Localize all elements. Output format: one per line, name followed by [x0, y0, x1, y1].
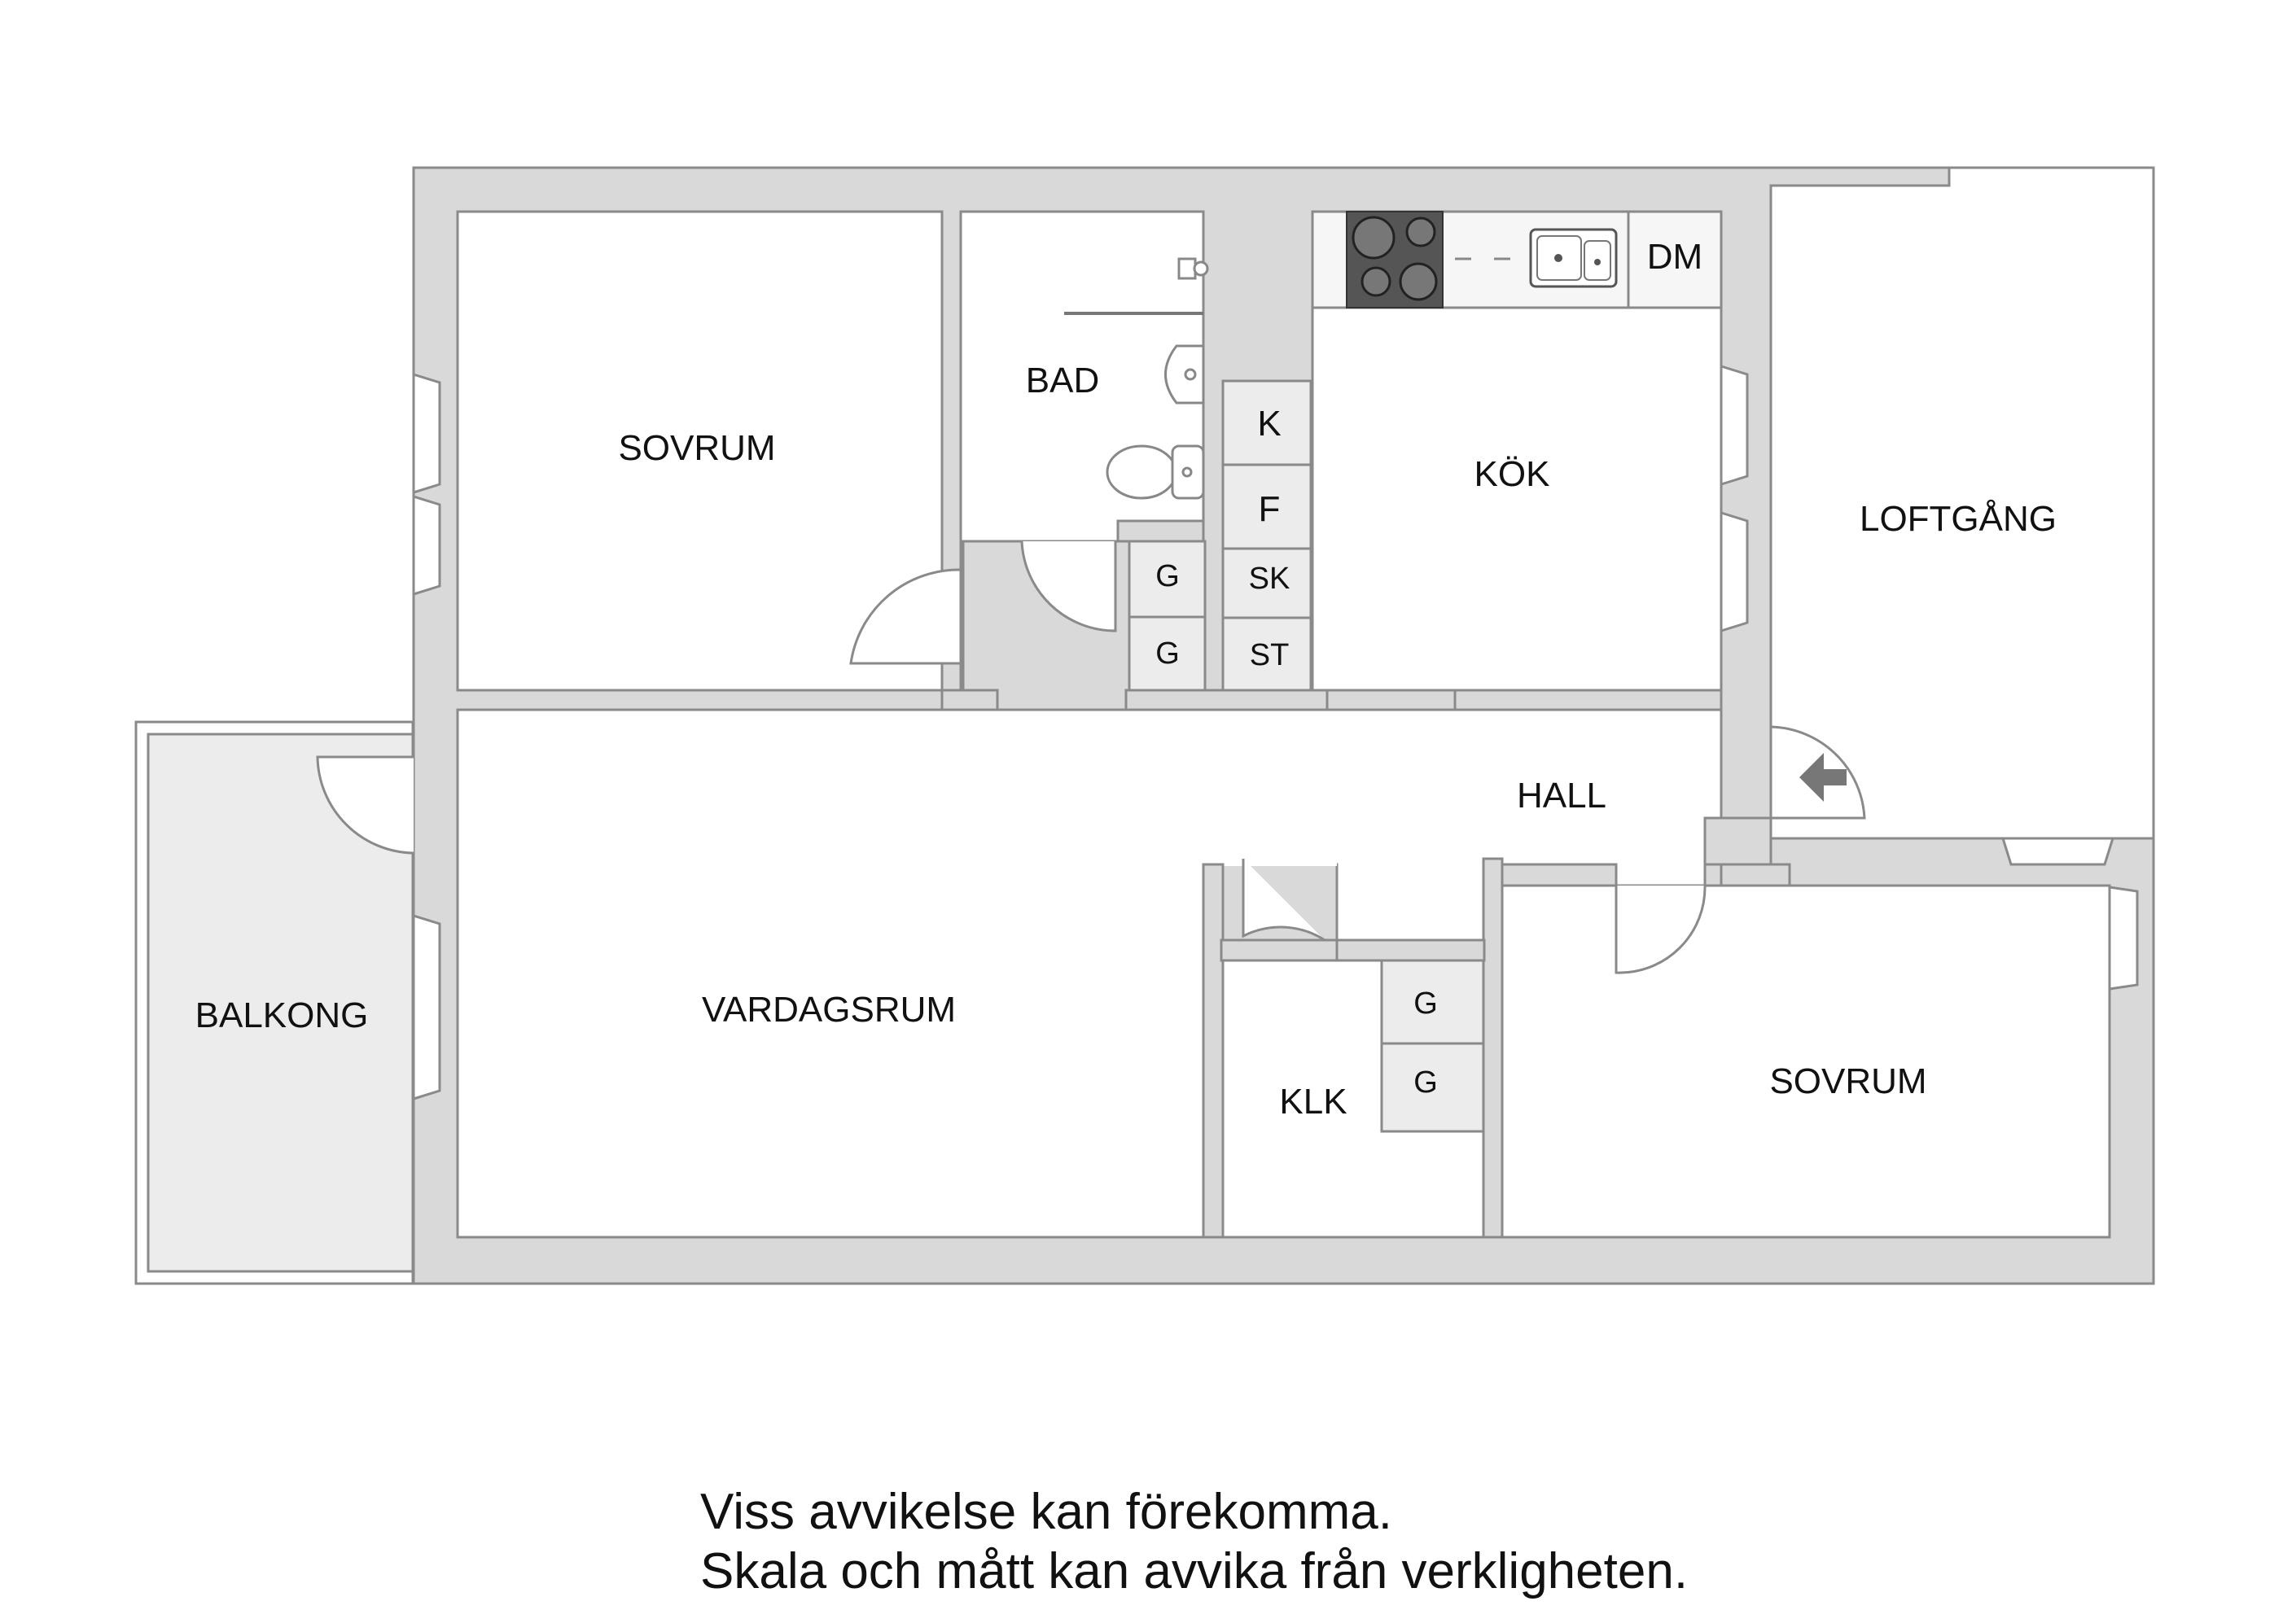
fixture-labels: DM K F SK ST G G G G [1155, 237, 1702, 1100]
windows [412, 364, 2139, 1101]
label-hall: HALL [1517, 776, 1606, 816]
room-sovrum-1 [456, 210, 944, 692]
closets [1128, 379, 1485, 1133]
label-st: ST [1250, 638, 1290, 672]
label-balkong: BALKONG [195, 995, 369, 1035]
label-k: K [1257, 404, 1281, 444]
label-dm: DM [1647, 237, 1702, 277]
doors [316, 540, 1866, 974]
toilet [1106, 444, 1177, 500]
kitchen-counter [1311, 210, 1723, 309]
label-g-2: G [1155, 637, 1180, 671]
label-bad: BAD [1026, 361, 1099, 400]
label-g-3: G [1413, 986, 1438, 1021]
label-sovrum-2: SOVRUM [1769, 1061, 1926, 1101]
label-klk: KLK [1279, 1082, 1347, 1122]
label-loftgang: LOFTGÅNG [1860, 499, 2057, 539]
label-kok: KÖK [1474, 454, 1550, 494]
label-sovrum-1: SOVRUM [618, 428, 775, 468]
entrance-arrow [1799, 753, 1847, 802]
label-f: F [1259, 489, 1281, 529]
room-labels: SOVRUM BAD KÖK LOFTGÅNG HALL BALKONG VAR… [195, 361, 2057, 1122]
label-g-4: G [1413, 1065, 1438, 1100]
label-vardagsrum: VARDAGSRUM [702, 990, 956, 1030]
label-sk: SK [1249, 562, 1290, 596]
hall-opening [459, 711, 1720, 866]
partition-walls [940, 519, 1791, 1239]
label-g-1: G [1155, 559, 1180, 593]
bathroom-fixtures [1064, 257, 1209, 500]
disclaimer-line-2: Skala och mått kan avvika från verklighe… [700, 1543, 1689, 1599]
disclaimer-line-1: Viss avvikelse kan förekomma. [700, 1484, 1392, 1540]
